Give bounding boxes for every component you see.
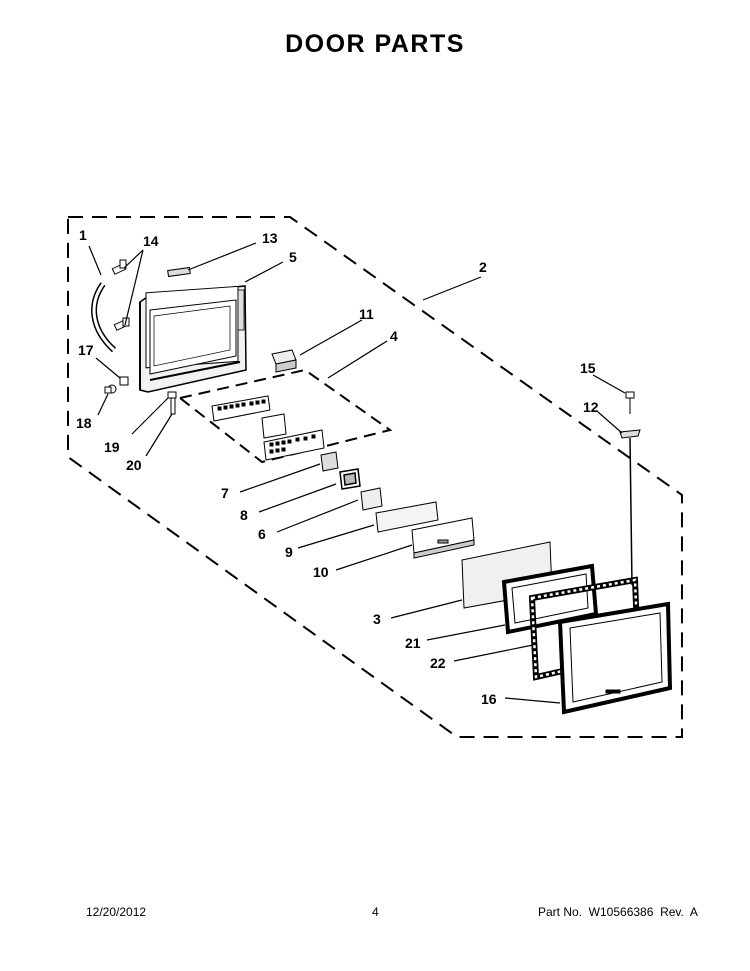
footer-date: 12/20/2012 xyxy=(86,905,147,919)
footer-part-number: Part No. W10566386 Rev. A xyxy=(538,905,698,919)
door-panel-part xyxy=(139,285,247,393)
ground-wire-part xyxy=(619,391,641,586)
control-board-small-part xyxy=(360,487,383,511)
footer-page-number: 4 xyxy=(372,905,379,919)
door-assembly-boundary xyxy=(67,216,683,738)
callout-21: 21 xyxy=(405,635,421,651)
callout-10: 10 xyxy=(313,564,329,580)
leader-lines xyxy=(88,242,626,704)
callout-17: 17 xyxy=(78,342,94,358)
keypad-board-part xyxy=(320,451,339,472)
callout-7: 7 xyxy=(221,485,229,501)
control-board-part xyxy=(375,501,439,533)
callout-2: 2 xyxy=(479,259,487,275)
callout-9: 9 xyxy=(285,544,293,560)
callout-1: 1 xyxy=(79,227,87,243)
badge-part xyxy=(167,266,191,278)
callout-15: 15 xyxy=(580,360,596,376)
callout-22: 22 xyxy=(430,655,446,671)
callout-5: 5 xyxy=(289,249,297,265)
callout-20: 20 xyxy=(126,457,142,473)
callout-labels: 1 14 13 5 2 11 4 17 15 12 18 19 20 7 8 6… xyxy=(76,227,599,707)
callout-13: 13 xyxy=(262,230,278,246)
callout-18: 18 xyxy=(76,415,92,431)
page-title: DOOR PARTS xyxy=(285,30,465,58)
control-housing-part xyxy=(411,517,475,559)
control-panel-boundary xyxy=(177,368,393,464)
callout-8: 8 xyxy=(240,507,248,523)
handle-part xyxy=(91,282,117,353)
callout-11: 11 xyxy=(359,306,374,322)
control-panel-overlays xyxy=(211,395,325,461)
callout-19: 19 xyxy=(104,439,120,455)
callout-16: 16 xyxy=(481,691,497,707)
inner-door-liner-part xyxy=(557,601,673,715)
callout-6: 6 xyxy=(258,526,266,542)
callout-4: 4 xyxy=(390,328,398,344)
bracket-part xyxy=(271,349,297,373)
callout-14: 14 xyxy=(143,233,159,249)
spacer-part xyxy=(339,468,361,490)
callout-3: 3 xyxy=(373,611,381,627)
callout-12: 12 xyxy=(583,399,599,415)
hinge-fasteners-part xyxy=(104,376,177,415)
